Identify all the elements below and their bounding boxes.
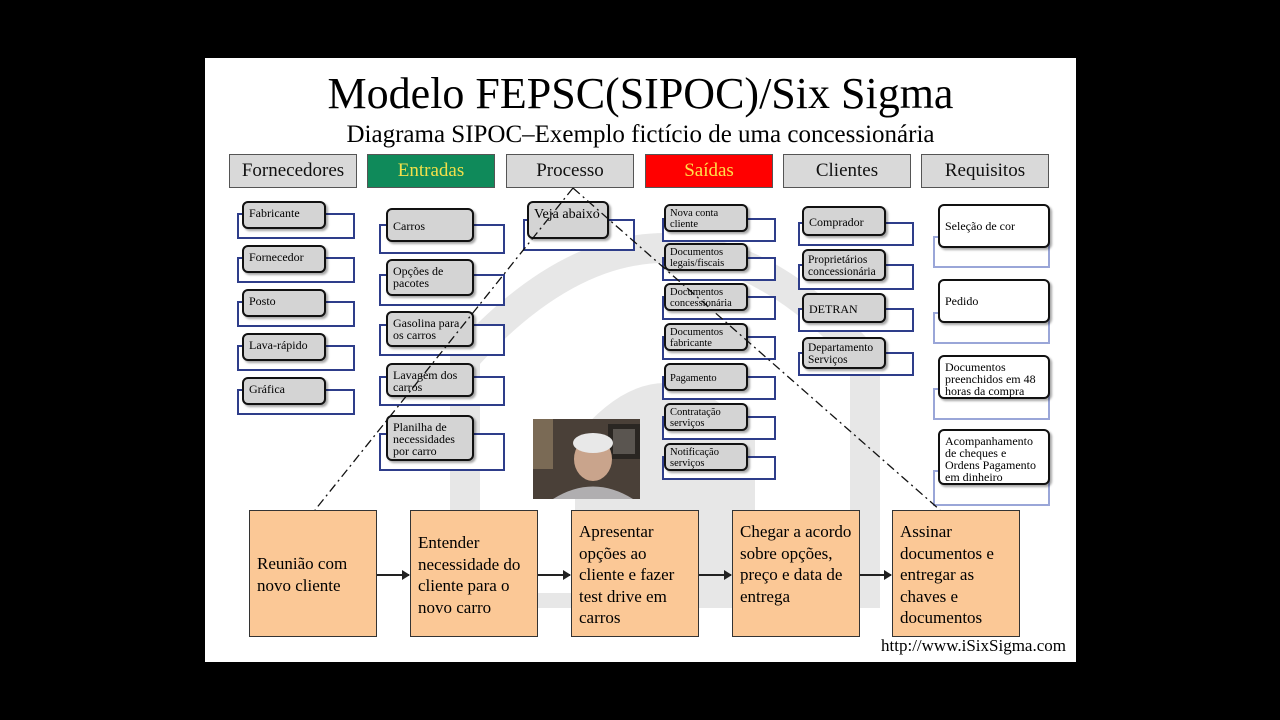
step-arrow [377, 570, 410, 580]
header-requisitos: Requisitos [921, 154, 1049, 188]
entrada-item: Opções de pacotes [386, 259, 474, 296]
process-step: Assinar documentos e entregar as chaves … [892, 510, 1020, 637]
header-clientes: Clientes [783, 154, 911, 188]
cliente-item: Comprador [802, 206, 886, 236]
saida-item: Documentos legais/fiscais [664, 243, 748, 271]
saida-item: Pagamento [664, 363, 748, 391]
requisito-item: Seleção de cor [938, 204, 1050, 248]
connector-line-left [314, 187, 574, 511]
step-arrow [860, 570, 892, 580]
processo-item: Veja abaixo [527, 201, 609, 239]
process-step: Apresentar opções ao cliente e fazer tes… [571, 510, 699, 637]
process-step: Reunião com novo cliente [249, 510, 377, 637]
connector-lines [314, 187, 941, 511]
connector-line-right [572, 187, 941, 511]
entrada-item: Lavagem dos carros [386, 363, 474, 397]
requisito-item: Documentos preenchidos em 48 horas da co… [938, 355, 1050, 399]
process-step: Chegar a acordo sobre opções, preço e da… [732, 510, 860, 637]
entrada-item: Planilha de necessidades por carro [386, 415, 474, 461]
presenter-webcam-image [533, 419, 640, 499]
slide-title: Modelo FEPSC(SIPOC)/Six Sigma [327, 69, 954, 118]
step-arrow [699, 570, 732, 580]
header-processo: Processo [506, 154, 634, 188]
header-saidas: Saídas [645, 154, 773, 188]
process-step: Entender necessidade do cliente para o n… [410, 510, 538, 637]
saida-item: Notificação serviços [664, 443, 748, 471]
saida-item: Nova conta cliente [664, 204, 748, 232]
slide-subtitle: Diagrama SIPOC–Exemplo fictício de uma c… [346, 121, 935, 148]
step-arrow [538, 570, 571, 580]
cliente-item: Departamento Serviços [802, 337, 886, 369]
cliente-item: Proprietários concessionária [802, 249, 886, 281]
saida-item: Documentos concessionária [664, 283, 748, 311]
saida-item: Contratação serviços [664, 403, 748, 431]
source-url: http://www.iSixSigma.com [881, 636, 1066, 655]
cliente-item: DETRAN [802, 293, 886, 323]
fornecedor-item: Lava-rápido [242, 333, 326, 361]
fornecedor-item: Posto [242, 289, 326, 317]
requisito-item: Acompanhamento de cheques e Ordens Pagam… [938, 429, 1050, 485]
fornecedor-item: Fornecedor [242, 245, 326, 273]
entrada-item: Carros [386, 208, 474, 242]
fornecedor-item: Gráfica [242, 377, 326, 405]
requisito-item: Pedido [938, 279, 1050, 323]
slide: Modelo FEPSC(SIPOC)/Six Sigma Diagrama S… [205, 58, 1076, 662]
header-fornecedores: Fornecedores [229, 154, 357, 188]
fornecedor-item: Fabricante [242, 201, 326, 229]
header-entradas: Entradas [367, 154, 495, 188]
saida-item: Documentos fabricante [664, 323, 748, 351]
entrada-item: Gasolina para os carros [386, 311, 474, 347]
